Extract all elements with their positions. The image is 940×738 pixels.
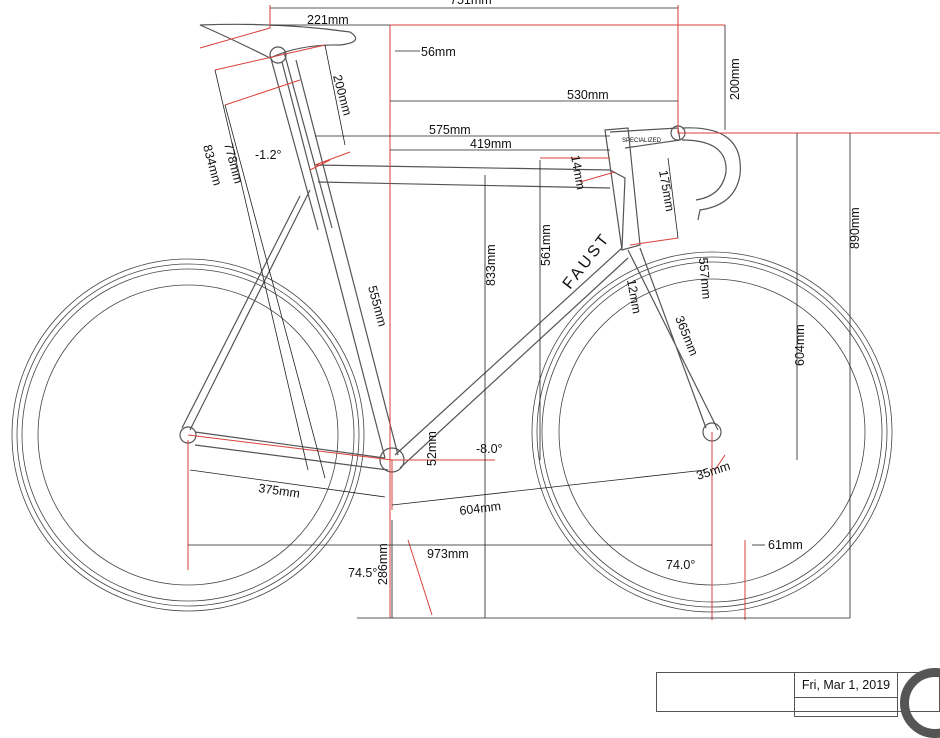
- label-head-angle: 74.0°: [666, 558, 695, 572]
- label-top-tube-height: 833mm: [484, 244, 498, 286]
- label-stack-561: 561mm: [539, 224, 553, 266]
- label-head-tube: 175mm: [656, 169, 677, 212]
- label-trail: 61mm: [768, 538, 803, 552]
- label-bb-drop: 52mm: [425, 431, 439, 466]
- dimension-lines: [188, 7, 851, 619]
- label-seatpost-ext: 200mm: [330, 73, 354, 117]
- reference-lines: [187, 5, 940, 620]
- label-saddle-height: 834mm: [200, 143, 224, 187]
- label-reach: 419mm: [470, 137, 512, 151]
- label-fork-offset: 35mm: [695, 459, 732, 483]
- label-wheelbase: 973mm: [427, 547, 469, 561]
- label-front-center: 604mm: [459, 499, 502, 518]
- label-seat-angle: 74.5°: [348, 566, 377, 580]
- label-saddle-height-bb: 778mm: [221, 141, 245, 185]
- dimension-labels: 751mm 221mm 56mm 200mm 200mm 530mm 575mm…: [200, 0, 862, 585]
- label-saddle-setback: 221mm: [307, 13, 349, 27]
- label-top-tube-eff: 575mm: [429, 123, 471, 137]
- label-reach-bar: 530mm: [567, 88, 609, 102]
- label-stack-drop: 200mm: [728, 58, 742, 100]
- geometry-drawing: FAUST SPECIALIZED 751mm 221mm 56mm 200mm: [11, 0, 940, 620]
- label-chainstay: 375mm: [258, 481, 301, 501]
- stem-brand-logo: SPECIALIZED: [622, 138, 662, 144]
- label-bb-height: 286mm: [376, 543, 390, 585]
- label-bar-height: 890mm: [848, 207, 862, 249]
- rear-wheel: [11, 258, 365, 612]
- label-top-tube-angle: -1.2°: [255, 148, 282, 162]
- title-block-date: Fri, Mar 1, 2019: [794, 672, 898, 698]
- label-saddle-nose: 56mm: [421, 45, 456, 59]
- label-stem-spacer: 14mm: [568, 154, 588, 191]
- label-top-total: 751mm: [450, 0, 492, 7]
- label-fork-length: 557mm: [696, 257, 714, 300]
- label-headset: 12mm: [624, 278, 644, 315]
- frame-brand-logo: FAUST: [560, 230, 614, 293]
- label-seat-tube: 555mm: [365, 284, 389, 328]
- label-fork-365: 365mm: [672, 314, 701, 358]
- title-block-cell: [794, 697, 898, 717]
- label-bb-angle: -8.0°: [476, 442, 503, 456]
- label-stack: 604mm: [793, 324, 807, 366]
